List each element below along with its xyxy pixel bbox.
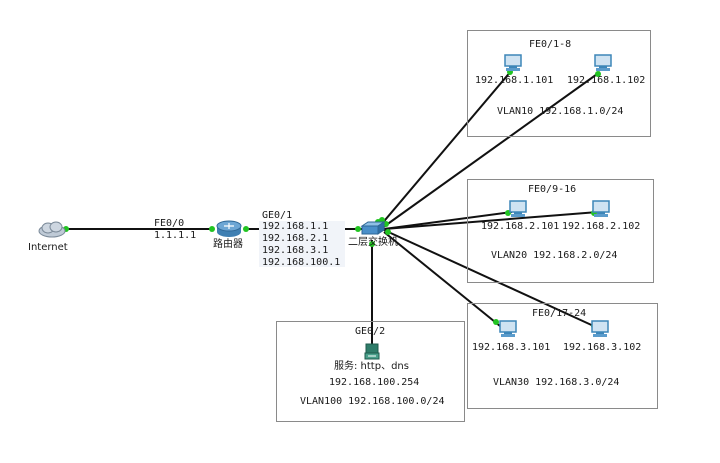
switch-label: 二层交换机	[348, 237, 398, 248]
vlan30-group	[467, 303, 658, 409]
server-ip: 192.168.100.254	[329, 377, 420, 388]
internet-label: Internet	[28, 242, 68, 253]
internet-node[interactable]	[37, 219, 67, 243]
router-lan-port: GE0/1	[262, 210, 293, 221]
pc-icon	[594, 54, 612, 71]
link-switch-pc-1-101	[379, 69, 513, 227]
vlan30-subnet: VLAN30 192.168.3.0/24	[493, 377, 620, 388]
port-dot	[595, 71, 601, 77]
link-switch-pc-2-101	[383, 211, 513, 230]
link-switch-pc-3-101	[383, 231, 501, 327]
server-group	[276, 321, 465, 422]
router-lan-ip: 192.168.1.1	[262, 221, 329, 232]
router-wan-port: FE0/0	[154, 218, 185, 229]
router-wan-ip: 1.1.1.1	[154, 230, 197, 241]
router-label: 路由器	[213, 239, 243, 250]
pc-icon	[591, 320, 609, 337]
server-port: GE0/2	[355, 326, 386, 337]
vlan10-group	[467, 30, 651, 137]
vlan20-group	[467, 179, 654, 283]
pc-ip: 192.168.3.101	[472, 342, 551, 353]
router-lan-ip: 192.168.100.1	[262, 257, 341, 268]
vlan20-ports: FE0/9-16	[528, 184, 577, 195]
pc-icon	[509, 200, 527, 217]
pc-ip: 192.168.2.101	[481, 221, 560, 232]
server-service-label: 服务: http、dns	[334, 361, 409, 372]
pc-192-168-2-101[interactable]	[508, 200, 528, 222]
server-icon	[364, 343, 380, 360]
port-dot	[493, 319, 499, 325]
link-switch-pc-1-102	[381, 71, 601, 229]
pc-ip: 192.168.3.102	[563, 342, 642, 353]
port-dot	[385, 229, 391, 235]
vlan30-ports: FE0/17-24	[532, 308, 587, 319]
cloud-icon	[38, 221, 66, 238]
switch-node[interactable]	[360, 220, 386, 240]
port-dot	[209, 226, 215, 232]
pc-192-168-3-101[interactable]	[498, 320, 518, 342]
port-dot	[243, 226, 249, 232]
pc-ip: 192.168.2.102	[562, 221, 641, 232]
vlan20-subnet: VLAN20 192.168.2.0/24	[491, 250, 618, 261]
router-lan-ip: 192.168.2.1	[262, 233, 329, 244]
vlan10-subnet: VLAN10 192.168.1.0/24	[497, 106, 624, 117]
pc-192-168-2-102[interactable]	[591, 200, 611, 222]
router-lan-ip: 192.168.3.1	[262, 245, 329, 256]
pc-192-168-1-101[interactable]	[503, 54, 523, 76]
pc-192-168-1-102[interactable]	[593, 54, 613, 76]
server-subnet: VLAN100 192.168.100.0/24	[300, 396, 445, 407]
vlan10-ports: FE0/1-8	[529, 39, 572, 50]
switch-icon	[360, 221, 386, 235]
pc-icon	[504, 54, 522, 71]
pc-192-168-3-102[interactable]	[590, 320, 610, 342]
router-icon	[216, 220, 242, 237]
pc-ip: 192.168.1.101	[475, 75, 554, 86]
pc-ip: 192.168.1.102	[567, 75, 646, 86]
pc-icon	[499, 320, 517, 337]
server-node[interactable]	[363, 343, 381, 365]
port-dot	[355, 226, 361, 232]
router-lan-ip-list: 192.168.1.1 192.168.2.1 192.168.3.1 192.…	[259, 221, 345, 268]
port-dot	[369, 241, 375, 247]
link-switch-pc-3-102	[383, 229, 599, 329]
link-switch-pc-2-102	[383, 211, 599, 230]
pc-icon	[592, 200, 610, 217]
router-node[interactable]	[216, 218, 242, 242]
